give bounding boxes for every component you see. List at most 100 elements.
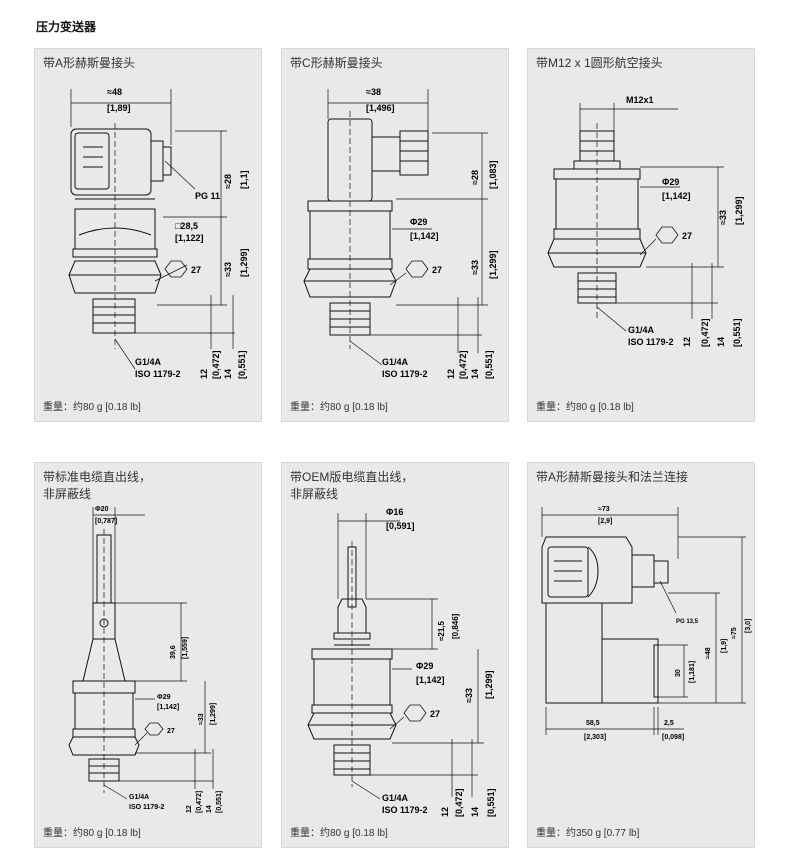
dim-thread: G1/4A [382,357,409,367]
dim-h28: ≈28 [470,170,480,185]
dim-h28: ≈28 [223,174,233,189]
dim-width-in: [2,9] [598,518,612,525]
dim-width-in: [1,89] [107,103,131,113]
dim-h33-in: [1,299] [210,703,217,725]
dim-dia-in: [1,142] [410,231,439,241]
panel-weight: 重量：约350 g [0.77 lb] [536,828,640,839]
panel-hirschmann-c: 带C形赫斯曼接头 [281,48,509,422]
dim-hex: 27 [682,231,692,241]
dim-h30-in: [1,181] [689,661,696,683]
dim-w25-in: [0,098] [662,734,684,741]
panel-title: 带标准电缆直出线， 非屏蔽线 [43,470,152,501]
dim-h21: ≈21,5 [437,620,446,641]
panel-standard-cable: 带标准电缆直出线， 非屏蔽线 [34,462,262,848]
dim-dia-in: [1,142] [416,675,445,685]
dim-dia-in: [1,142] [662,191,691,201]
dim-h12: 12 [682,337,692,347]
dim-square-in: [1,122] [175,233,204,243]
panel-weight: 重量：约80 g [0.18 lb] [290,828,388,839]
dim-w25: 2,5 [664,720,674,727]
dim-h14: 14 [716,337,726,347]
dim-h14-in: [0,551] [484,350,494,379]
dimension-drawing: ≈38 [1,496] ≈28 [1,083] Φ29 [1,142] ≈33 … [303,87,498,379]
dim-h12-in: [0,472] [211,350,221,379]
dim-h14-in: [0,551] [732,318,742,347]
dimension-drawing: Φ16 [0,591] ≈21,5 [0,846] Φ29 [1,142] ≈3… [307,507,496,817]
dim-h33-in: [1,299] [488,250,498,279]
dim-thread: G1/4A [129,794,149,801]
dim-pg: PG 13,5 [676,619,699,625]
dim-h39-in: [1,559] [182,637,189,659]
dim-hex: 27 [167,728,175,735]
dim-dia-top-in: [0,591] [386,521,415,531]
dim-h14-in: [0,551] [216,791,223,813]
panel-oem-cable: 带OEM版电缆直出线， 非屏蔽线 [281,462,509,848]
dim-std: ISO 1179-2 [382,369,428,379]
dim-h48-in: [1,9] [721,639,728,653]
dim-thread: G1/4A [628,325,655,335]
dim-h12-in: [0,472] [700,318,710,347]
dim-h12-in: [0,472] [196,791,203,813]
dim-std: ISO 1179-2 [382,805,428,815]
dimension-drawing: ≈48 [1,89] PG 11 ≈28 [1,1] □28,5 [1,122]… [68,87,249,379]
dim-h33: ≈33 [470,260,480,275]
panel-title: 带A形赫斯曼接头 [43,56,136,70]
dim-dia: Φ29 [662,177,679,187]
dim-std: ISO 1179-2 [129,804,165,811]
dim-dia: Φ29 [410,217,427,227]
dim-width-in: [1,496] [366,103,395,113]
dim-h28-in: [1,083] [488,160,498,189]
dim-h12: 12 [199,369,209,379]
dim-h14-in: [0,551] [486,788,496,817]
dim-hex: 27 [432,265,442,275]
dim-hex: 27 [191,265,201,275]
dim-dia-top: Φ16 [386,507,403,517]
panel-hirschmann-a: 带A形赫斯曼接头 [34,48,262,422]
panel-title: 带C形赫斯曼接头 [290,56,383,70]
dim-std: ISO 1179-2 [628,337,674,347]
dim-h33-in: [1,299] [484,670,494,699]
panel-weight: 重量：约80 g [0.18 lb] [290,402,388,413]
dim-dia-top: Φ20 [95,506,109,513]
dim-dia-in: [1,142] [157,704,179,711]
dim-dia: Φ29 [157,694,171,701]
dim-thread: G1/4A [135,357,162,367]
panel-title: 带OEM版电缆直出线， 非屏蔽线 [290,470,414,501]
dim-h33-in: [1,299] [734,196,744,225]
dim-h-total-in: [3,0] [745,619,752,633]
dim-thread: G1/4A [382,793,409,803]
dim-h-total: ≈75 [731,627,738,639]
dim-h33-in: [1,299] [239,248,249,277]
dim-h12: 12 [186,805,193,813]
dim-std: ISO 1179-2 [135,369,181,379]
page-title: 压力变送器 [36,20,97,34]
dim-dia: Φ29 [416,661,433,671]
dim-h14: 14 [206,805,213,813]
dim-h12: 12 [446,369,456,379]
dim-h12-in: [0,472] [458,350,468,379]
dim-width: ≈38 [366,87,381,97]
dim-square: □28,5 [175,221,198,231]
dim-h21-in: [0,846] [451,613,460,639]
dimension-drawing: Φ20 [0,787] 39,6 [1,559] Φ29 [1,142] ≈33… [68,506,223,813]
dim-h28-in: [1,1] [239,170,249,189]
dim-h14: 14 [470,807,480,817]
dim-conn: M12x1 [626,95,654,105]
panel-weight: 重量：约80 g [0.18 lb] [43,402,141,413]
panel-flange-connection: 带A形赫斯曼接头和法兰连接 [527,462,755,848]
dim-hex: 27 [430,709,440,719]
panel-title: 带M12 x 1圆形航空接头 [536,56,663,70]
panel-weight: 重量：约80 g [0.18 lb] [536,402,634,413]
dim-width: ≈73 [598,506,610,513]
dim-h12: 12 [440,807,450,817]
dim-h33: ≈33 [198,713,205,725]
dim-pg: PG 11 [195,191,220,201]
dim-w58-in: [2,303] [584,734,606,741]
dim-h30: 30 [675,669,682,677]
panel-weight: 重量：约80 g [0.18 lb] [43,828,141,839]
dim-h14: 14 [470,369,480,379]
dimension-drawing: ≈73 [2,9] PG 13,5 ≈75 [3,0] ≈48 [1,9] 30… [541,506,752,741]
dim-h48: ≈48 [705,647,712,659]
dim-w58: 58,5 [586,720,600,727]
dim-h39: 39,6 [170,645,177,659]
